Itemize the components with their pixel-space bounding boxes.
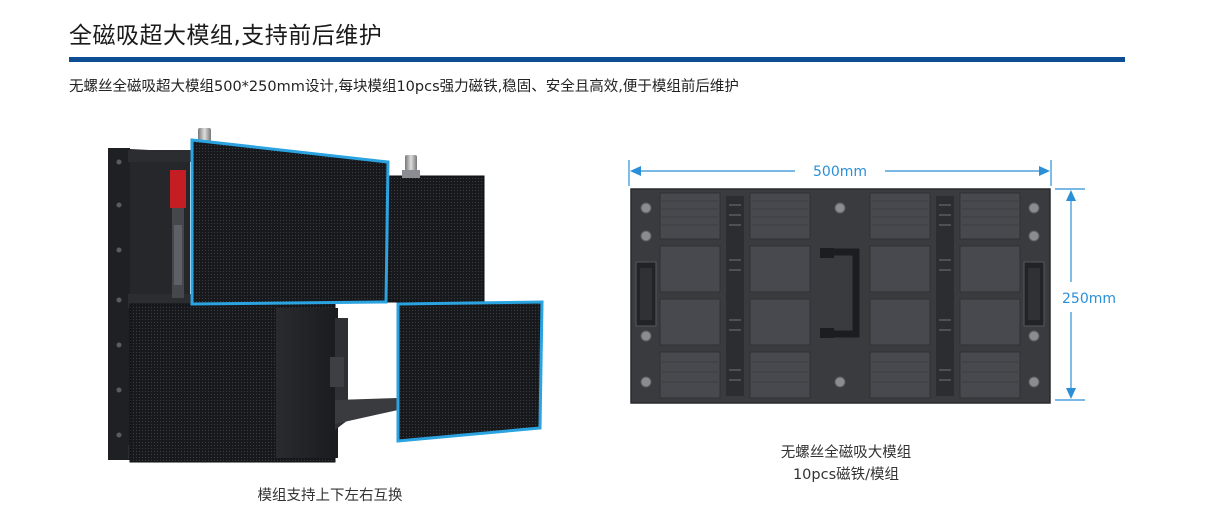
right-caption-line1: 无螺丝全磁吸大模组 [780,445,912,461]
page-title: 全磁吸超大模组,支持前后维护 [69,23,383,49]
height-label: 250mm [1062,291,1116,307]
width-dimension [628,160,1052,186]
right-caption-line2: 10pcs磁铁/模组 [792,467,900,483]
right-figure-caption: 无螺丝全磁吸大模组 10pcs磁铁/模组 [696,442,996,486]
height-dimension [1055,188,1085,401]
left-figure-caption: 模组支持上下左右互换 [257,488,403,504]
description-text: 无螺丝全磁吸超大模组500*250mm设计,每块模组10pcs强力磁铁,稳固、安… [69,79,739,95]
title-underline [69,57,1125,62]
module-rear-illustration [630,188,1051,404]
width-label: 500mm [813,164,867,180]
cabinet-illustration [108,128,544,463]
